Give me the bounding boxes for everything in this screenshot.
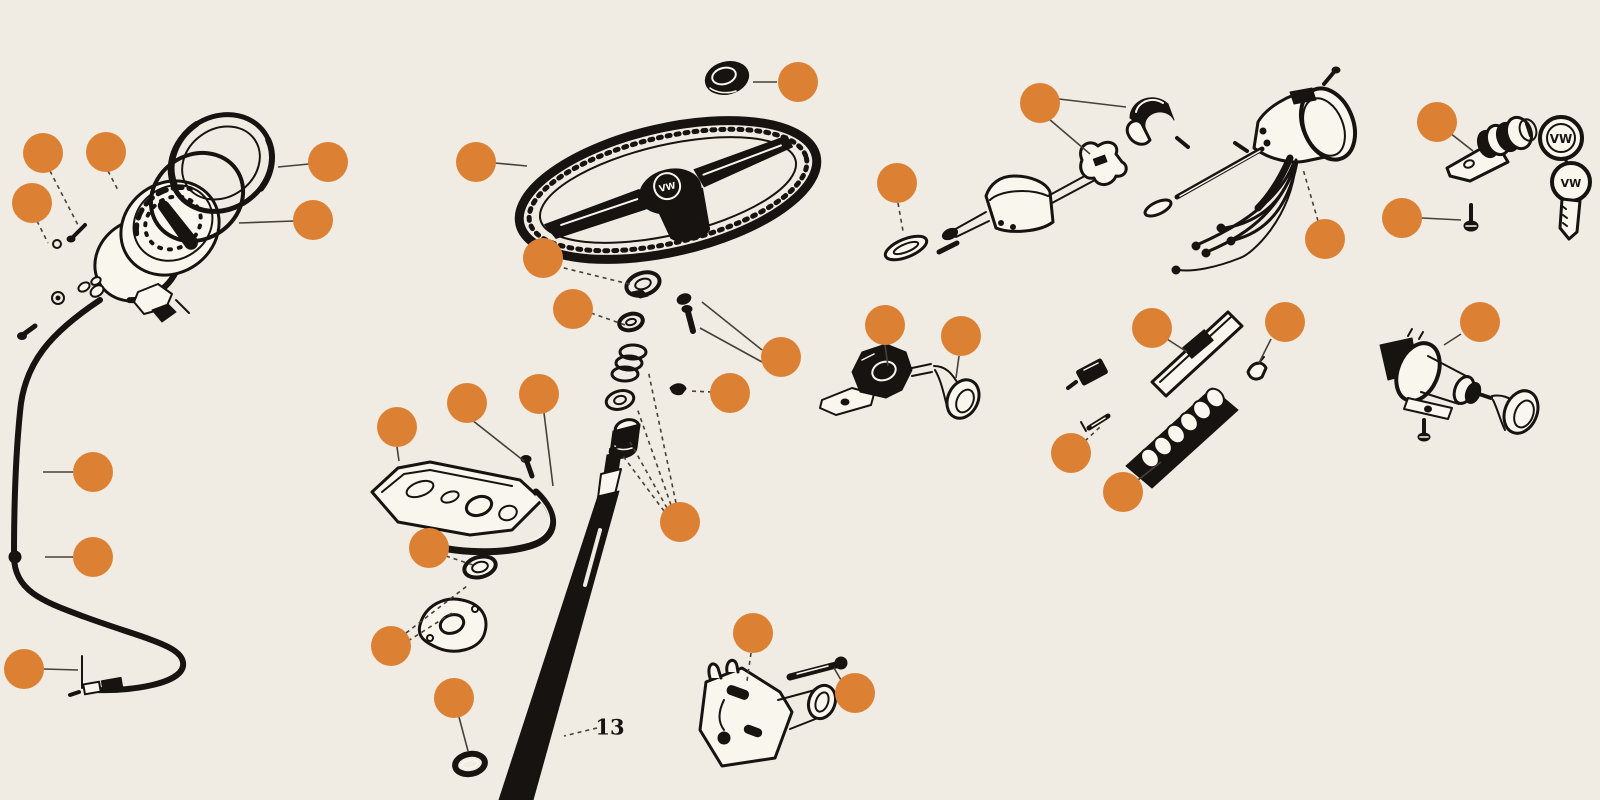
leader-line bbox=[494, 162, 528, 167]
part-hotspot-marker[interactable] bbox=[86, 132, 126, 172]
column-small-parts-drawing bbox=[604, 270, 696, 459]
turn-signal-switch-drawing bbox=[883, 97, 1249, 262]
part-hotspot-marker[interactable] bbox=[409, 528, 449, 568]
part-hotspot-marker[interactable] bbox=[941, 316, 981, 356]
leader-line bbox=[445, 555, 477, 567]
vw-logo-key1-icon: VW bbox=[1550, 132, 1573, 146]
part-hotspot-marker[interactable] bbox=[778, 62, 818, 102]
leader-line bbox=[897, 202, 904, 232]
part-hotspot-marker[interactable] bbox=[1020, 83, 1060, 123]
leader-line bbox=[43, 668, 79, 671]
part-hotspot-marker[interactable] bbox=[1051, 433, 1091, 473]
leader-line bbox=[471, 419, 525, 462]
part-hotspot-marker[interactable] bbox=[710, 373, 750, 413]
part-hotspot-marker[interactable] bbox=[761, 337, 801, 377]
leader-line bbox=[884, 344, 889, 367]
leader-line bbox=[1449, 132, 1474, 152]
part-hotspot-marker[interactable] bbox=[73, 537, 113, 577]
wiper-switch-drawing bbox=[1379, 328, 1540, 442]
part-hotspot-marker[interactable] bbox=[733, 613, 773, 653]
ignition-lock-drawing bbox=[1445, 115, 1538, 183]
part-number-label: 13 bbox=[595, 714, 625, 740]
leader-line bbox=[590, 312, 629, 327]
part-hotspot-marker[interactable] bbox=[447, 383, 487, 423]
cable-end-connector-drawing bbox=[68, 676, 124, 697]
leader-line bbox=[563, 727, 598, 737]
leader-line bbox=[107, 170, 120, 193]
wire-clip-drawing bbox=[1246, 356, 1268, 381]
vw-emblem-hub-icon: VW bbox=[658, 181, 677, 195]
leader-line bbox=[688, 390, 713, 393]
part-hotspot-marker[interactable] bbox=[12, 183, 52, 223]
part-hotspot-marker[interactable] bbox=[434, 678, 474, 718]
leader-line bbox=[699, 327, 763, 363]
leader-line bbox=[1137, 461, 1162, 481]
part-hotspot-marker[interactable] bbox=[456, 142, 496, 182]
leader-line bbox=[636, 407, 672, 506]
part-hotspot-marker[interactable] bbox=[23, 133, 63, 173]
part-hotspot-marker[interactable] bbox=[1132, 308, 1172, 348]
part-hotspot-marker[interactable] bbox=[377, 407, 417, 447]
leader-line bbox=[1258, 338, 1272, 364]
horn-button-drawing bbox=[704, 61, 750, 95]
part-hotspot-marker[interactable] bbox=[308, 142, 348, 182]
leader-line bbox=[1058, 98, 1127, 108]
leader-line bbox=[622, 455, 665, 512]
leader-line bbox=[49, 170, 80, 228]
lower-column-parts-drawing bbox=[417, 554, 498, 778]
leader-line bbox=[405, 585, 468, 634]
part-hotspot-marker[interactable] bbox=[553, 289, 593, 329]
steering-wheel-drawing: VW bbox=[514, 116, 822, 264]
headlight-switch-drawing bbox=[819, 343, 981, 420]
leader-line bbox=[1084, 426, 1101, 442]
leader-line bbox=[543, 412, 554, 487]
leader-line-layer bbox=[36, 81, 1474, 752]
part-hotspot-marker[interactable] bbox=[523, 238, 563, 278]
vw-logo-key2-icon: VW bbox=[1561, 177, 1582, 190]
fuse-box-drawing bbox=[1066, 310, 1244, 489]
leader-line bbox=[1443, 333, 1462, 346]
leader-line bbox=[629, 441, 668, 509]
leader-line bbox=[458, 716, 469, 752]
part-hotspot-marker[interactable] bbox=[865, 305, 905, 345]
leader-line bbox=[407, 612, 453, 642]
steering-column-tube-drawing bbox=[498, 446, 622, 800]
part-hotspot-marker[interactable] bbox=[1305, 219, 1345, 259]
leader-line bbox=[36, 220, 49, 244]
leader-line bbox=[238, 220, 295, 224]
steering-coupling-drawing bbox=[698, 656, 848, 768]
leader-line bbox=[1421, 217, 1462, 221]
part-hotspot-marker[interactable] bbox=[835, 673, 875, 713]
part-hotspot-marker[interactable] bbox=[73, 452, 113, 492]
leader-line bbox=[1302, 168, 1319, 222]
part-hotspot-marker[interactable] bbox=[371, 626, 411, 666]
part-hotspot-marker[interactable] bbox=[1265, 302, 1305, 342]
part-hotspot-marker[interactable] bbox=[660, 502, 700, 542]
part-hotspot-marker[interactable] bbox=[1460, 302, 1500, 342]
speedometer-drawing bbox=[17, 112, 275, 340]
part-hotspot-marker[interactable] bbox=[519, 374, 559, 414]
leader-line bbox=[555, 265, 634, 286]
leader-line bbox=[1048, 118, 1091, 155]
leader-line bbox=[277, 163, 310, 168]
leader-line bbox=[701, 301, 763, 351]
lock-screw-drawing bbox=[1463, 203, 1479, 232]
part-hotspot-marker[interactable] bbox=[1103, 472, 1143, 512]
ignition-keys-drawing: VW VW bbox=[1538, 115, 1592, 241]
column-bracket-drawing bbox=[370, 455, 556, 556]
leader-line bbox=[1166, 338, 1188, 353]
leader-line bbox=[955, 355, 960, 379]
part-hotspot-marker[interactable] bbox=[1382, 198, 1422, 238]
part-hotspot-marker[interactable] bbox=[4, 649, 44, 689]
part-hotspot-marker[interactable] bbox=[1417, 102, 1457, 142]
part-hotspot-marker[interactable] bbox=[293, 200, 333, 240]
leader-line bbox=[647, 369, 677, 504]
leader-line bbox=[396, 446, 400, 462]
speedometer-cable-drawing bbox=[8, 297, 187, 697]
part-hotspot-marker[interactable] bbox=[877, 163, 917, 203]
horn-contact-assembly-drawing bbox=[1143, 66, 1358, 275]
